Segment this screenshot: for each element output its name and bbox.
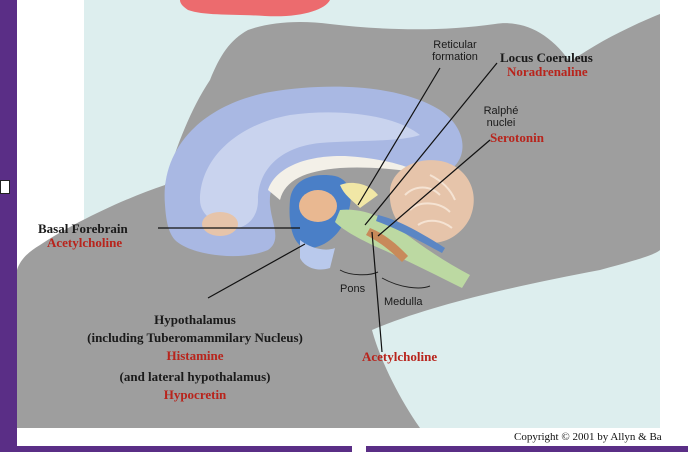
frame-handle[interactable] — [0, 180, 10, 194]
histamine-label: Histamine — [166, 348, 224, 363]
bottom-frame-bar — [0, 446, 688, 452]
thalamus — [299, 190, 337, 222]
copyright-notice: Copyright © 2001 by Allyn & Ba — [514, 431, 662, 443]
cortex-inner — [200, 112, 420, 228]
lateral-hypothalamus-label: (and lateral hypothalamus) — [119, 369, 271, 384]
reticular-line1: Reticular — [433, 39, 477, 51]
leader-reticular — [357, 67, 441, 206]
brainstem — [335, 209, 470, 288]
cerebellum-folia — [404, 174, 456, 229]
serotonin-label: Serotonin — [490, 130, 544, 145]
hypothalamus-area — [300, 240, 335, 270]
cerebellum — [389, 160, 474, 243]
raphe-line2: nuclei — [486, 117, 516, 129]
raphe-nuclei-label: Ralphé nuclei — [476, 106, 526, 129]
yellow-region — [340, 182, 378, 208]
hypothalamus-sub-label: (including Tuberomammilary Nucleus) — [87, 330, 303, 345]
medulla-label: Medulla — [384, 296, 423, 308]
leader-hypothalamus — [207, 243, 306, 299]
olfactory-bulb — [202, 212, 238, 236]
leader-acetylcholine — [371, 231, 383, 353]
fourth-ventricle — [376, 215, 445, 253]
raphe-band — [366, 228, 408, 262]
raphe-line1: Ralphé — [483, 105, 519, 117]
brainstem-acetylcholine-label: Acetylcholine — [362, 349, 438, 364]
locus-coeruleus-label: Locus Coeruleus — [500, 50, 593, 65]
reticular-formation-label: Reticular formation — [420, 40, 490, 63]
pons-label: Pons — [340, 283, 366, 295]
leader-locus — [364, 62, 498, 226]
left-frame-bar — [0, 0, 17, 452]
leader-raphe — [377, 139, 491, 237]
hypocretin-label: Hypocretin — [163, 387, 227, 402]
reticular-line2: formation — [432, 51, 478, 63]
red-shape — [180, 0, 330, 17]
noradrenaline-label: Noradrenaline — [507, 64, 588, 79]
hypothalamus-label: Hypothalamus — [154, 312, 236, 327]
bottom-frame-gap — [352, 446, 366, 452]
basal-acetylcholine-label: Acetylcholine — [47, 235, 123, 250]
medulla-bracket — [381, 277, 431, 289]
basal-forebrain-label: Basal Forebrain — [38, 221, 128, 236]
